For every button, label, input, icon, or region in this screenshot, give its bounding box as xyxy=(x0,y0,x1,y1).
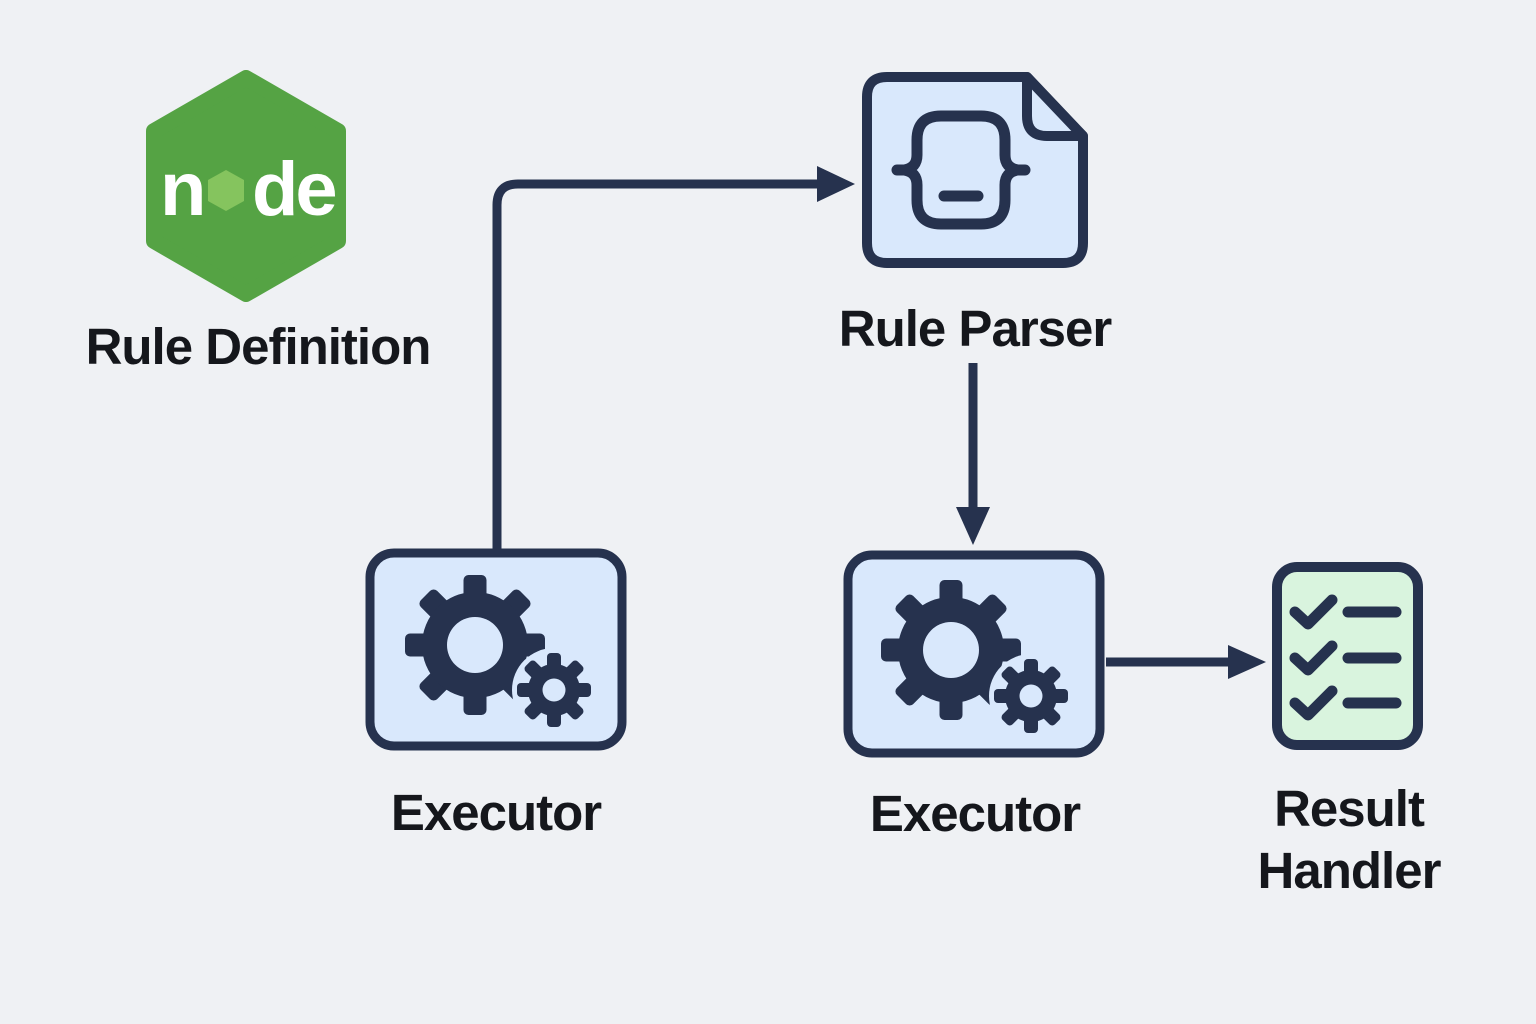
nodejs-logo-letters-de: de xyxy=(252,147,335,232)
edge-executor-to-result-handler xyxy=(1106,645,1266,679)
nodejs-hexagon xyxy=(146,70,346,302)
checklist-icon xyxy=(1272,562,1423,750)
label-result-handler: Result Handler xyxy=(1257,780,1442,900)
gears-box-icon-left xyxy=(365,548,627,751)
nodejs-logo-icon: n de xyxy=(146,70,346,302)
label-rule-parser: Rule Parser xyxy=(838,300,1113,357)
small-gear-icon xyxy=(994,659,1068,733)
gears-box-icon-right xyxy=(843,550,1105,758)
label-executor-left: Executor xyxy=(390,784,602,841)
code-block-glyph xyxy=(891,110,1031,230)
label-rule-definition: Rule Definition xyxy=(85,318,432,375)
checklist-rows xyxy=(1289,594,1402,721)
document-fold-corner xyxy=(1022,72,1088,141)
large-gear-icon xyxy=(881,580,1021,720)
code-file-icon xyxy=(862,72,1088,268)
nodejs-logo-letter-n: n xyxy=(160,147,203,232)
nodejs-inner-hexagon xyxy=(208,170,244,211)
edge-rule-parser-to-executor xyxy=(956,363,990,545)
small-gear-icon xyxy=(517,653,591,727)
label-executor-right: Executor xyxy=(869,785,1081,842)
